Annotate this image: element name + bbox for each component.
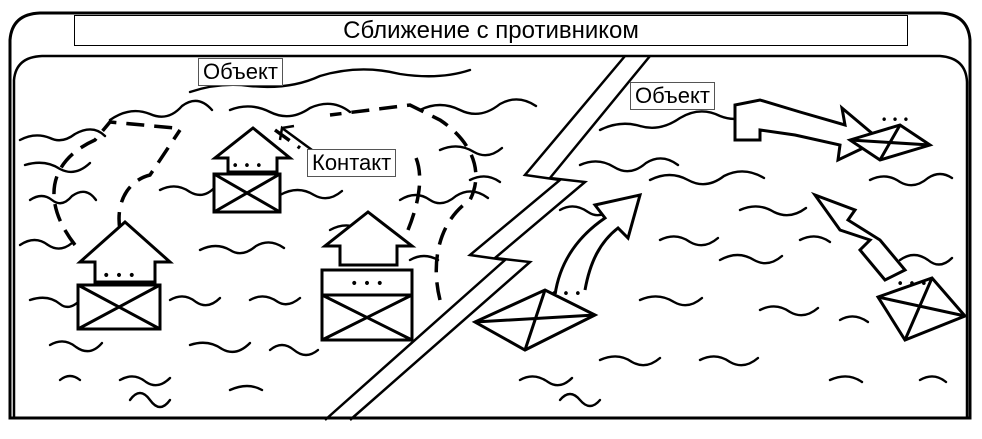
unit-cross [474, 289, 596, 351]
unit-cross [877, 277, 966, 341]
dashed-routes [52, 103, 478, 301]
unit-right-3: • • • [733, 98, 934, 163]
diagram-title: Сближение с противником [74, 15, 908, 46]
svg-text:• • •: • • • [881, 113, 910, 127]
advance-arrow [76, 219, 174, 284]
unit-right-1: • • • [471, 192, 643, 352]
svg-text:• • •: • • • [350, 276, 384, 292]
unit-cross [213, 172, 281, 214]
svg-text:• • •: • • • [102, 268, 136, 284]
phase-separator [324, 55, 651, 421]
unit-left-3: • • • [320, 210, 417, 342]
svg-text:• • •: • • • [550, 287, 581, 302]
svg-text:• • •: • • • [896, 277, 927, 292]
advance-arrow [553, 192, 643, 296]
inner-frame [12, 54, 969, 420]
unit-left-1: • • • [76, 219, 174, 331]
outer-frame [8, 11, 972, 420]
advance-arrow [810, 191, 908, 282]
terrain-left [18, 68, 538, 409]
unit-cross [321, 293, 413, 342]
objective-label-left: Объект [198, 58, 283, 86]
advance-arrow [320, 210, 417, 267]
advance-arrow [210, 126, 295, 174]
unit-cross [849, 124, 931, 161]
unit-right-2: • • • [810, 191, 968, 342]
contact-label: Контакт [307, 149, 397, 177]
unit-cross [77, 283, 161, 331]
terrain-right [518, 108, 954, 408]
objective-label-right: Объект [630, 82, 715, 110]
svg-text:• • •: • • • [231, 159, 262, 174]
unit-left-2: • • • [210, 126, 295, 214]
unit-box [320, 268, 414, 342]
contact-arrow [278, 124, 313, 152]
